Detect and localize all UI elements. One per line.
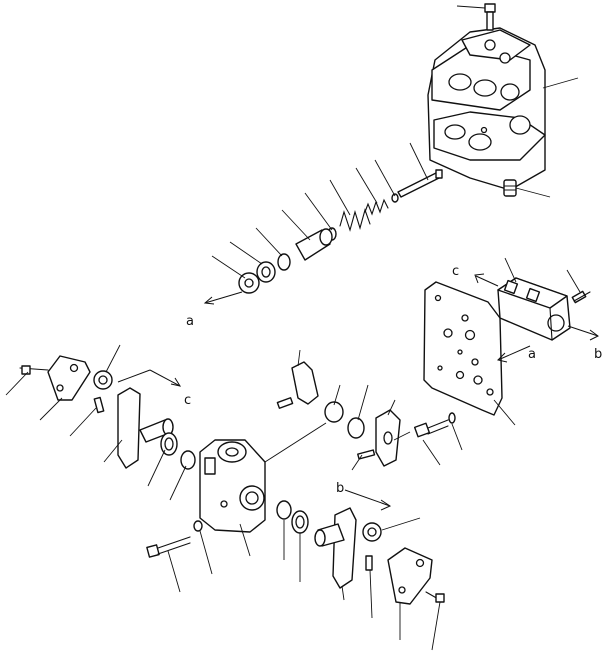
arrow-b-right: b: [567, 325, 602, 362]
left-collar: [93, 370, 113, 390]
ring: [391, 193, 399, 203]
label-c-top: c: [452, 264, 459, 279]
label-a-top: a: [186, 314, 194, 329]
lower-o-ring: [276, 500, 292, 520]
seal: [256, 261, 276, 283]
label-b-bottom: b: [336, 481, 344, 496]
leader-lines-upper: [297, 349, 411, 471]
label-b-right: b: [594, 347, 602, 362]
upper-lever-2: [357, 409, 401, 467]
left-pin: [93, 396, 105, 414]
housing-leader: [264, 422, 327, 463]
piston: [295, 228, 333, 261]
bottom-bracket: [387, 547, 445, 605]
upper-lever: [276, 361, 319, 409]
left-o-ring: [180, 450, 196, 470]
bottom-collar: [362, 522, 382, 542]
arrow-b-bottom: b: [336, 481, 392, 511]
lower-seal: [291, 510, 309, 534]
spool: [397, 169, 443, 198]
arrow-c-top: c: [452, 264, 499, 287]
arrow-a-top: a: [186, 291, 243, 329]
lower-bolt: [146, 520, 203, 558]
top-bolt: [484, 3, 496, 31]
label-c-left: c: [184, 393, 191, 408]
bolt-mid-right: [413, 412, 456, 438]
gasket-plate: [423, 281, 503, 416]
left-seal: [160, 432, 178, 456]
left-bracket: [19, 355, 91, 401]
o-ring: [277, 253, 291, 271]
label-a-right: a: [528, 347, 536, 362]
upper-rings: [324, 401, 365, 439]
leader-lines-lower: [5, 344, 441, 651]
plug: [503, 179, 517, 197]
leader-lines-top: [211, 5, 579, 279]
lower-lever: [314, 507, 357, 589]
arrow-c-left: c: [117, 369, 191, 408]
left-lever: [117, 387, 174, 469]
bottom-pin: [365, 555, 373, 571]
leader-lines-right: [422, 257, 581, 466]
large-spring: [339, 208, 371, 232]
valve-body: [427, 27, 546, 191]
center-housing: [199, 439, 266, 533]
cap: [238, 272, 260, 294]
valve-block: [497, 277, 571, 341]
block-bolt: [571, 290, 591, 304]
arrow-a-right: a: [497, 345, 536, 363]
